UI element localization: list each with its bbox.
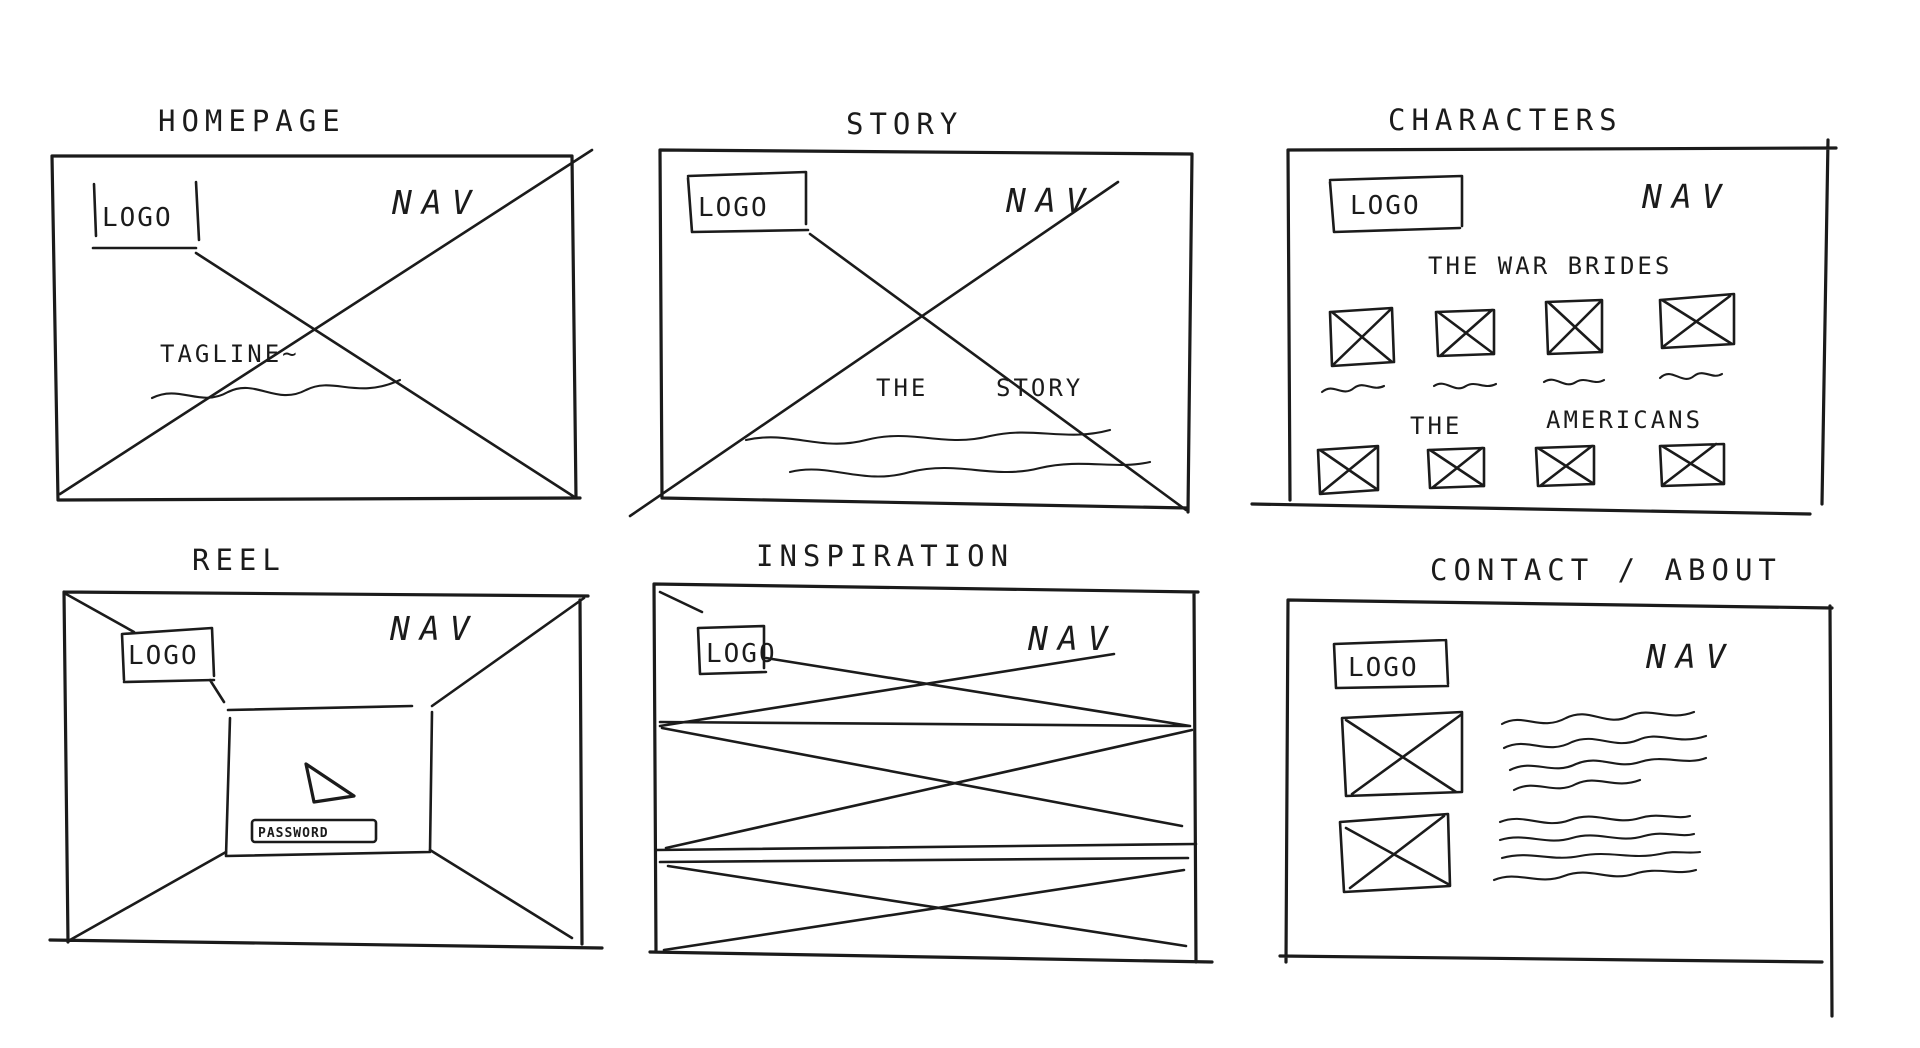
- contact-text-line: [1500, 710, 1696, 726]
- homepage-image-cross: [58, 148, 594, 500]
- homepage-tagline-squiggle: [150, 378, 402, 400]
- characters-group-the: THE: [1410, 412, 1462, 440]
- reel-video-frame: [224, 704, 434, 858]
- story-logo-box: [686, 170, 810, 234]
- story-frame: [658, 148, 1194, 514]
- character-caption: [1658, 372, 1724, 380]
- inspiration-logo-box: [696, 624, 768, 676]
- character-image-placeholder: [1658, 442, 1726, 488]
- inspiration-nav: NAV: [1027, 619, 1118, 658]
- character-caption: [1542, 378, 1606, 386]
- character-image-placeholder: [1544, 298, 1604, 356]
- about-text-line: [1498, 814, 1692, 825]
- homepage-title: HOMEPAGE: [158, 104, 346, 138]
- story-logo: LOGO: [698, 193, 769, 223]
- reel-logo-box: [120, 626, 226, 704]
- story-text-line-1: [744, 428, 1112, 445]
- homepage-logo: LOGO: [102, 203, 173, 233]
- contact-logo-box: [1332, 638, 1450, 690]
- password-label: PASSWORD: [258, 826, 329, 841]
- homepage-tagline: TAGLINE~: [160, 340, 300, 368]
- characters-title: CHARACTERS: [1388, 103, 1623, 137]
- character-image-placeholder: [1316, 444, 1380, 496]
- password-field[interactable]: [250, 818, 378, 844]
- character-image-placeholder: [1434, 308, 1496, 358]
- inspiration-grid-row-2: [660, 726, 1194, 850]
- characters-wireframe: CHARACTERS LOGO NAV THE WAR BRIDES THE A…: [1250, 103, 1838, 516]
- character-image-placeholder: [1658, 292, 1736, 350]
- inspiration-frame: [648, 582, 1214, 964]
- inspiration-corner-line: [658, 590, 704, 614]
- story-wireframe: STORY LOGO NAV THE STORY: [628, 107, 1194, 518]
- character-caption: [1320, 384, 1386, 394]
- about-text-line: [1498, 832, 1696, 842]
- characters-group-americans: AMERICANS: [1546, 406, 1703, 434]
- reel-nav: NAV: [389, 609, 480, 648]
- contact-image-placeholder: [1340, 710, 1464, 798]
- reel-wireframe: REEL LOGO NAV PASSWORD: [48, 543, 604, 950]
- characters-group-war-brides: THE WAR BRIDES: [1428, 252, 1672, 280]
- contact-about-wireframe: CONTACT / ABOUT LOGO NAV: [1278, 553, 1834, 1018]
- character-image-placeholder: [1328, 306, 1396, 368]
- play-icon[interactable]: [304, 762, 356, 804]
- character-card-row-1: [1320, 292, 1736, 394]
- inspiration-grid-row-1: [658, 652, 1192, 728]
- about-text-line: [1500, 850, 1702, 860]
- inspiration-wireframe: INSPIRATION LOGO NAV: [648, 539, 1214, 964]
- characters-nav: NAV: [1641, 177, 1732, 216]
- homepage-frame: [50, 154, 582, 502]
- reel-perspective-lines: [64, 592, 586, 942]
- reel-title: REEL: [192, 543, 286, 577]
- character-card-row-2: [1316, 442, 1726, 496]
- inspiration-title: INSPIRATION: [756, 539, 1014, 573]
- story-heading-the: THE: [876, 374, 928, 402]
- story-nav: NAV: [1005, 181, 1096, 220]
- contact-about-title: CONTACT / ABOUT: [1430, 553, 1782, 587]
- homepage-wireframe: HOMEPAGE LOGO NAV TAGLINE~: [50, 104, 594, 502]
- about-image-placeholder: [1338, 812, 1452, 894]
- contact-text-line: [1502, 734, 1708, 750]
- contact-text-line: [1508, 756, 1708, 772]
- character-caption: [1432, 382, 1498, 390]
- characters-frame: [1250, 138, 1838, 516]
- character-image-placeholder: [1426, 446, 1486, 490]
- contact-text-line: [1512, 778, 1642, 792]
- reel-logo: LOGO: [128, 641, 199, 671]
- character-image-placeholder: [1534, 444, 1596, 488]
- about-text-line: [1492, 868, 1698, 882]
- story-text-line-2: [788, 460, 1152, 478]
- inspiration-logo: LOGO: [706, 639, 777, 669]
- story-title: STORY: [846, 107, 963, 141]
- inspiration-grid-row-3: [654, 842, 1198, 952]
- characters-logo: LOGO: [1350, 191, 1421, 221]
- contact-nav: NAV: [1645, 637, 1736, 676]
- contact-logo: LOGO: [1348, 653, 1419, 683]
- reel-frame: [48, 590, 604, 950]
- homepage-nav: NAV: [391, 183, 482, 222]
- homepage-logo-box: [91, 180, 201, 250]
- story-heading-story: STORY: [996, 374, 1083, 402]
- contact-about-frame: [1278, 598, 1834, 1018]
- characters-logo-box: [1328, 174, 1464, 234]
